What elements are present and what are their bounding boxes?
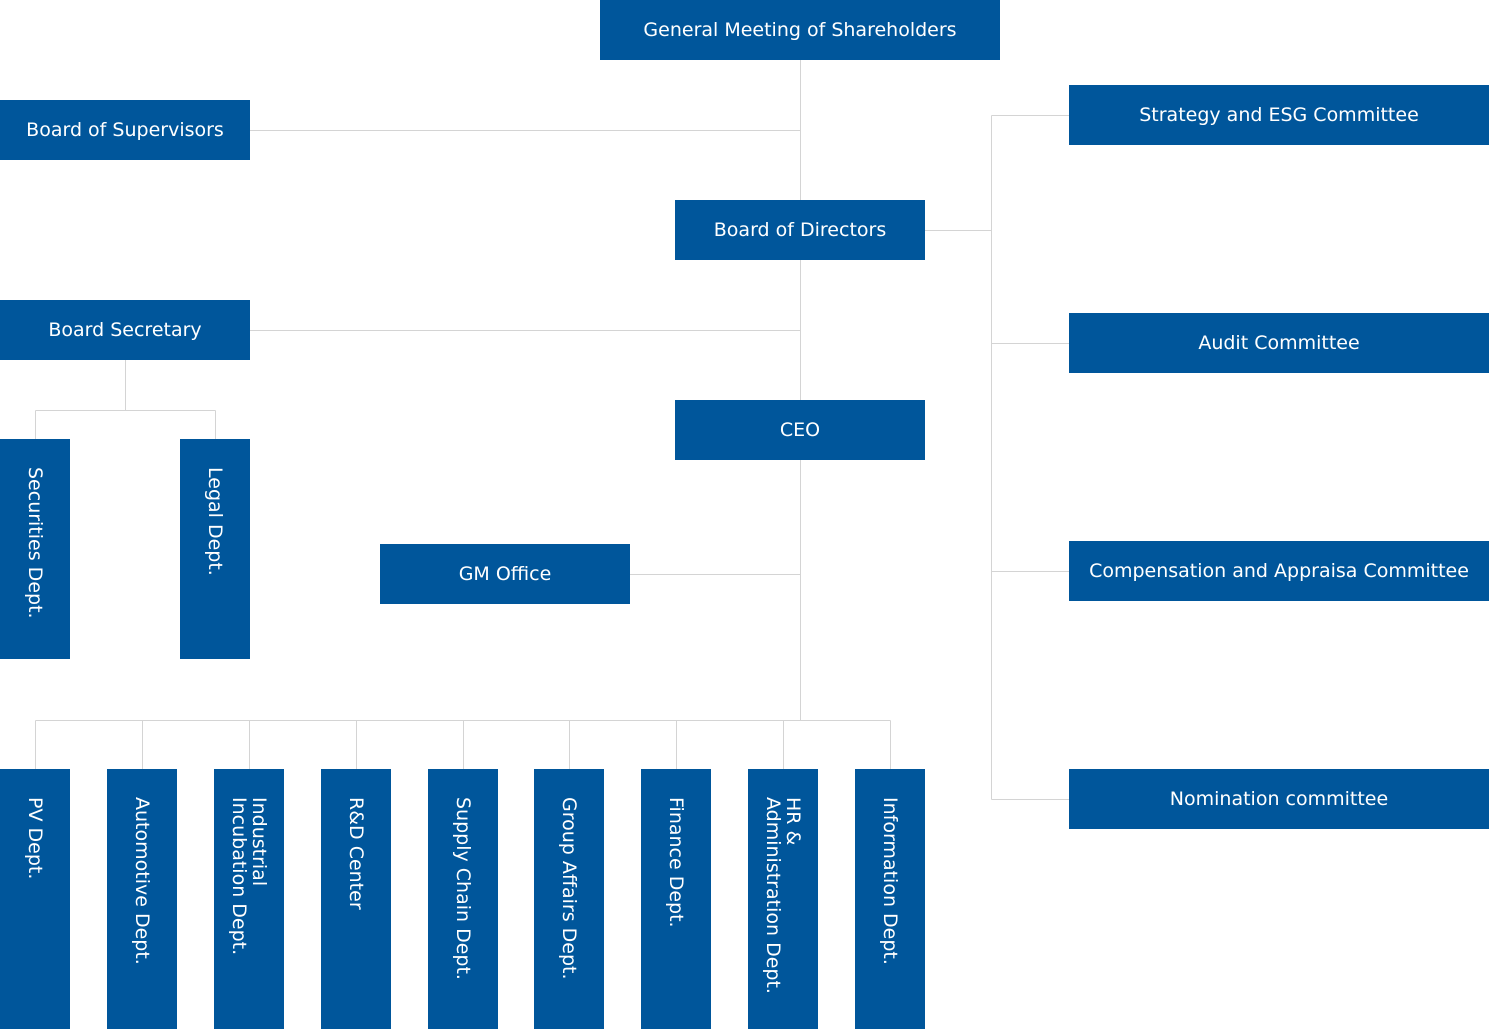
- department-automotive: Automotive Dept.: [107, 769, 177, 1029]
- department-pv: PV Dept.: [0, 769, 70, 1029]
- department-supply-chain: Supply Chain Dept.: [428, 769, 498, 1029]
- department-industrial-incubation: Industrial Incubation Dept.: [214, 769, 284, 1029]
- committee-strategy-esg: Strategy and ESG Committee: [1069, 85, 1489, 145]
- department-label: Supply Chain Dept.: [452, 797, 474, 980]
- board-of-supervisors-box: Board of Supervisors: [0, 100, 250, 160]
- department-information: Information Dept.: [855, 769, 925, 1029]
- department-label: Industrial Incubation Dept.: [228, 797, 270, 956]
- department-group-affairs: Group Affairs Dept.: [534, 769, 604, 1029]
- department-label: Finance Dept.: [665, 797, 687, 928]
- committee-nomination: Nomination committee: [1069, 769, 1489, 829]
- committee-compensation: Compensation and Appraisa Committee: [1069, 541, 1489, 601]
- department-label: Group Affairs Dept.: [558, 797, 580, 980]
- department-label: R&D Center: [345, 797, 367, 910]
- ceo-box: CEO: [675, 400, 925, 460]
- legal-dept-label: Legal Dept.: [204, 467, 226, 576]
- committee-audit: Audit Committee: [1069, 313, 1489, 373]
- board-secretary-box: Board Secretary: [0, 300, 250, 360]
- department-label: Automotive Dept.: [131, 797, 153, 965]
- department-label: HR & Administration Dept.: [762, 797, 804, 994]
- department-hr-administration: HR & Administration Dept.: [748, 769, 818, 1029]
- department-label: Information Dept.: [879, 797, 901, 965]
- department-finance: Finance Dept.: [641, 769, 711, 1029]
- securities-dept-label: Securities Dept.: [24, 467, 46, 619]
- gm-office-box: GM Office: [380, 544, 630, 604]
- legal-dept-box: Legal Dept.: [180, 439, 250, 659]
- department-rd-center: R&D Center: [321, 769, 391, 1029]
- general-meeting-box: General Meeting of Shareholders: [600, 0, 1000, 60]
- department-label: PV Dept.: [24, 797, 46, 880]
- securities-dept-box: Securities Dept.: [0, 439, 70, 659]
- board-of-directors-box: Board of Directors: [675, 200, 925, 260]
